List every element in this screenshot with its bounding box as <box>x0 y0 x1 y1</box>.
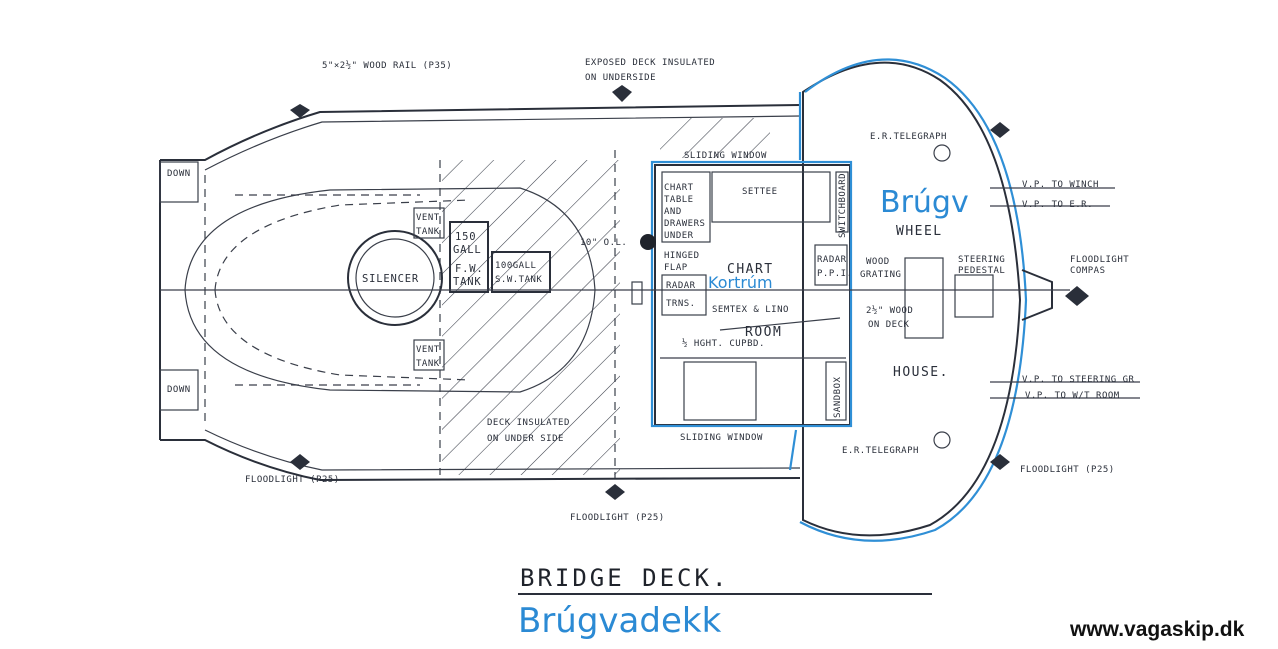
vent-tank-bottom-label-2: TANK <box>416 359 440 369</box>
chart-room <box>631 160 853 428</box>
wood-rail-label: 5"×2½" WOOD RAIL (P35) <box>322 60 452 71</box>
chart-table-label-2: TABLE <box>664 195 694 205</box>
vp-steering-label: V.P. TO STEERING GR <box>1022 375 1135 385</box>
floodlights <box>290 85 1089 500</box>
er-telegraph-bottom-label: E.R.TELEGRAPH <box>842 446 919 456</box>
sliding-window-bottom-label: SLIDING WINDOW <box>680 433 763 443</box>
chart-table-label: CHART <box>664 183 694 193</box>
hull-outline <box>159 58 1053 542</box>
chart-label: CHART <box>727 262 774 277</box>
chart-table-label-4: DRAWERS <box>664 219 705 229</box>
vent-tank-top-label-2: TANK <box>416 227 440 237</box>
fw-tank-label-2: TANK <box>453 276 482 288</box>
tanks <box>159 161 551 411</box>
gall150-label: 150 <box>455 231 476 243</box>
wood-on-deck-label-2: ON DECK <box>868 320 910 330</box>
kortrum-annotation: Kortrúm <box>708 273 773 292</box>
radar-ppi-label: RADAR <box>817 255 847 265</box>
sw-tank-label: 100GALL <box>495 261 536 271</box>
wood-grating-label: WOOD <box>866 257 890 267</box>
wheelhouse-fittings <box>160 144 1140 449</box>
fw-tank-label: F.W. <box>455 263 484 275</box>
gall150-label-2: GALL <box>453 244 482 256</box>
room-label: ROOM <box>745 325 782 340</box>
brugvadekk-annotation: Brúgvadekk <box>518 601 722 641</box>
house-label: HOUSE. <box>893 365 949 380</box>
sliding-window-top-label: SLIDING WINDOW <box>684 151 767 161</box>
vp-wt-room-label: V.P. TO W/T ROOM <box>1025 391 1120 401</box>
half-height-cupbd-label: ½ HGHT. CUPBD. <box>682 338 765 349</box>
down-bottom-label: DOWN <box>167 385 191 395</box>
silencer-label: SILENCER <box>362 273 419 285</box>
floodlight-center-label: FLOODLIGHT (P25) <box>570 513 665 523</box>
sw-tank-label-2: S.W.TANK <box>495 275 542 285</box>
bridge-deck-title: BRIDGE DECK. <box>520 564 729 592</box>
chart-table-label-3: AND <box>664 207 682 217</box>
ol-label: 10" O.L. <box>580 238 627 248</box>
vp-er-label: V.P. TO E.R. <box>1022 200 1093 210</box>
steering-pedestal-label: STEERING <box>958 255 1005 265</box>
settee-label: SETTEE <box>742 187 778 197</box>
hinged-flap-label: HINGED <box>664 251 700 261</box>
floodlight-left-label: FLOODLIGHT (P25) <box>245 475 340 485</box>
switchboard-label: SWITCHBOARD <box>838 173 848 238</box>
chart-table-label-5: UNDER <box>664 231 694 241</box>
down-top-label: DOWN <box>167 169 191 179</box>
steering-pedestal-label-2: PEDESTAL <box>958 266 1005 276</box>
sandbox-label: SANDBOX <box>833 376 843 418</box>
vent-tank-top-label: VENT <box>416 213 440 223</box>
vp-winch-label: V.P. TO WINCH <box>1022 180 1099 190</box>
semtex-label: SEMTEX & LINO <box>712 305 789 315</box>
floodlight-compas-label: FLOODLIGHT <box>1070 255 1129 265</box>
wood-on-deck-label: 2½" WOOD <box>866 305 913 316</box>
wheel-label: WHEEL <box>896 224 943 239</box>
hinged-flap-label-2: FLAP <box>664 263 688 273</box>
deck-insulated-label: DECK INSULATED <box>487 418 570 428</box>
brugv-annotation: Brúgv <box>880 185 969 220</box>
floodlight-right-label: FLOODLIGHT (P25) <box>1020 465 1115 475</box>
website-label: www.vagaskip.dk <box>1069 618 1245 641</box>
radar-ppi-label-2: P.P.I. <box>817 269 853 279</box>
floodlight-compas-label-2: COMPAS <box>1070 266 1106 276</box>
vent-tank-bottom-label: VENT <box>416 345 440 355</box>
deck-insulated-label-2: ON UNDER SIDE <box>487 434 564 444</box>
wood-grating-label-2: GRATING <box>860 270 901 280</box>
exposed-deck-label: EXPOSED DECK INSULATED <box>585 58 715 68</box>
exposed-deck-label-2: ON UNDERSIDE <box>585 73 656 83</box>
radar-trans-label: RADAR <box>666 281 696 291</box>
er-telegraph-top-label: E.R.TELEGRAPH <box>870 132 947 142</box>
radar-trans-label-2: TRNS. <box>666 299 696 309</box>
